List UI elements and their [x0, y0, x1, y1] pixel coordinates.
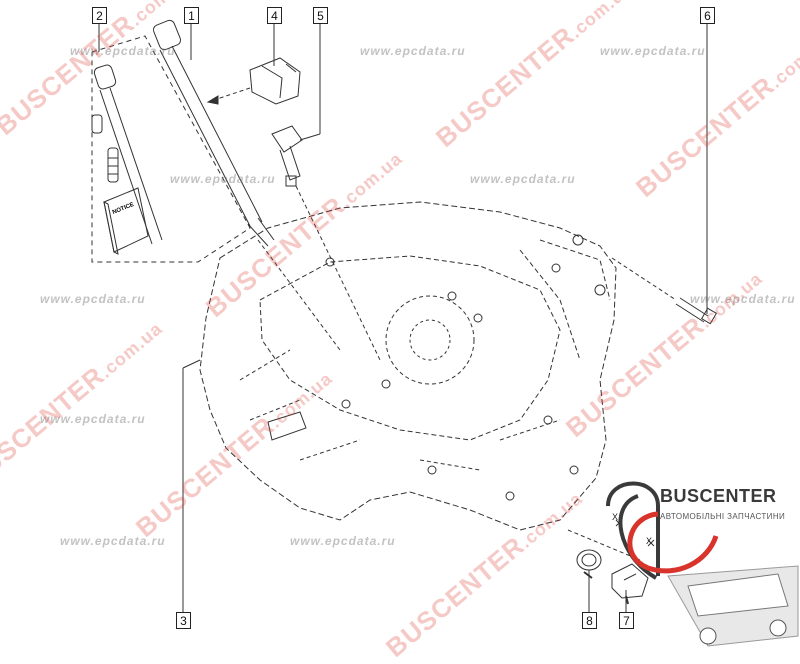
part-8-washer: [576, 549, 602, 579]
logo-title: BUSCENTER: [660, 486, 777, 506]
callout-1: 1: [184, 7, 199, 24]
part-5-sensor: [271, 125, 303, 187]
callout-4: 4: [267, 7, 282, 24]
callout-6: 6: [700, 7, 715, 24]
logo-subtitle: АВТОМОБІЛЬНІ ЗАПЧАСТИНИ: [660, 512, 786, 521]
buscenter-logo: [606, 481, 799, 647]
marker-x-left: X: [612, 512, 619, 522]
part-7-plug: [611, 563, 649, 605]
notice-booklet: [103, 187, 149, 255]
part-2-rod: [91, 64, 163, 245]
callout-8: 8: [582, 612, 597, 629]
callout-5: 5: [313, 7, 328, 24]
callout-2: 2: [92, 7, 107, 24]
callout-7: 7: [619, 612, 634, 629]
part-1-rod: [152, 19, 275, 247]
part-4-clip: [249, 57, 301, 105]
callout-3: 3: [176, 612, 191, 629]
kit-boundary: [91, 35, 251, 263]
part-6-bolt: [675, 297, 718, 325]
gearbox-housing: [199, 201, 617, 531]
marker-x-right: X: [646, 536, 653, 546]
